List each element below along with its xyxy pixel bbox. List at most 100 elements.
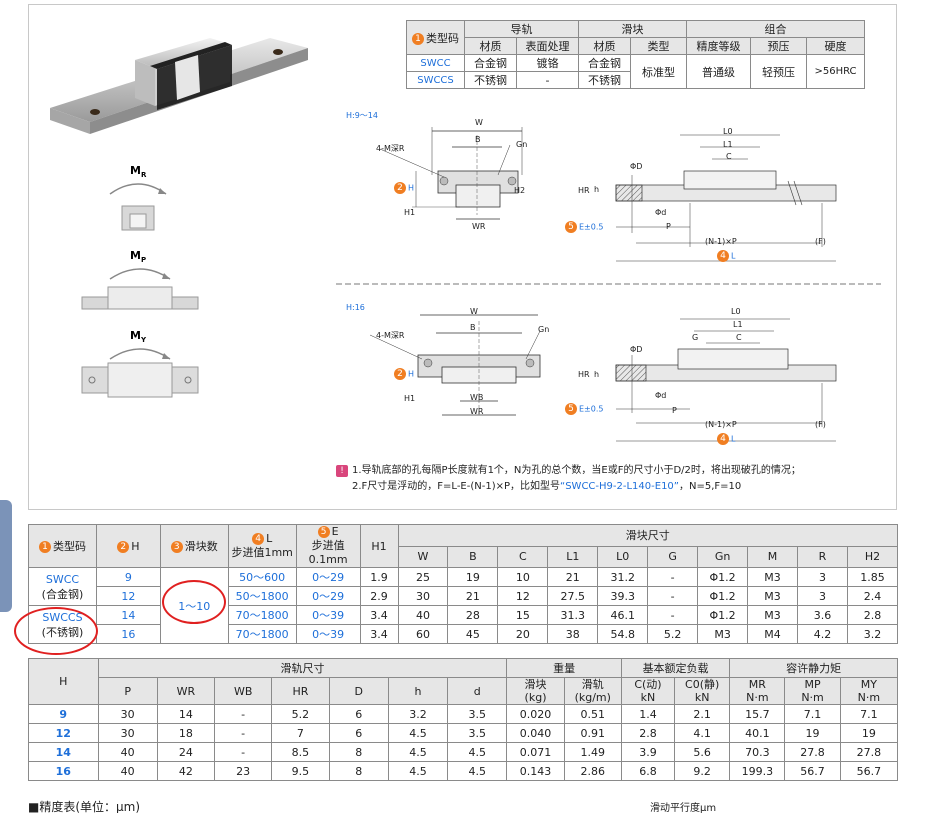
col-block-weight: 滑块(kg) <box>506 677 565 705</box>
spec-h: 9 <box>95 567 161 587</box>
spec-cell: 21 <box>547 567 599 587</box>
dim-4m-depth-r: 4-M深R <box>376 144 405 153</box>
spec-cell: 31.3 <box>547 605 599 625</box>
spec-cell: - <box>647 567 699 587</box>
rail-dims-header: 滑轨尺寸 <box>97 658 508 678</box>
svg-text:P: P <box>141 256 146 264</box>
rail-material-header: 材质 <box>464 37 517 55</box>
spec-l: 70～1800 <box>227 624 297 644</box>
col-h: h <box>387 677 449 705</box>
col-c-dynamic: C(动)kN <box>620 677 676 705</box>
rail-cell: 4.5 <box>387 761 449 781</box>
rail-cell: 4.1 <box>674 723 731 743</box>
note-line-2: 2.F尺寸是浮动的，F=L-E-(N-1)×P，比如型号“SWCC-H9-2-L… <box>352 481 742 492</box>
spec-col-4: L0 <box>597 545 649 568</box>
spec-cell: 19 <box>447 567 499 587</box>
dim-n1p: (N-1)×P <box>705 237 737 246</box>
col-c-static: C0(静)kN <box>674 677 731 705</box>
col-wb: WB <box>214 677 273 705</box>
rail-cell: 40 <box>97 742 158 762</box>
spec-col-2: C <box>497 545 549 568</box>
type-code-swcc: SWCC <box>406 54 465 72</box>
drawing-top-side-view <box>615 134 837 262</box>
spec-cell: 1.85 <box>846 567 899 587</box>
spec-cell: Φ1.2 <box>697 567 749 587</box>
spec-col-3: L1 <box>547 545 599 568</box>
rail-cell: 3.9 <box>620 742 676 762</box>
rail-cell: 4.5 <box>387 742 449 762</box>
spec-cell: 5.2 <box>647 624 699 644</box>
block-header: 滑块 <box>578 20 687 38</box>
drawing-top-cross-section <box>379 127 523 220</box>
rail-cell: 14 <box>156 704 216 724</box>
rail-h: 12 <box>28 723 99 743</box>
moment-mp-icon: M P <box>81 249 199 310</box>
spec-col-6: Gn <box>697 545 749 568</box>
rail-cell: - <box>214 723 273 743</box>
rail-cell: 19 <box>839 723 899 743</box>
spec-cell: 54.8 <box>597 624 649 644</box>
precision-header: 精度等级 <box>686 37 751 55</box>
label-h-16: H:16 <box>346 303 365 312</box>
rail-cell: 30 <box>97 704 158 724</box>
spec-l: 50～600 <box>227 567 297 587</box>
spec-cell: M3 <box>747 586 798 606</box>
rail-cell: 7.1 <box>839 704 899 724</box>
rail-cell: 1.49 <box>563 742 622 762</box>
spec-cell: 3.6 <box>796 605 848 625</box>
rail-cell: 6.8 <box>620 761 676 781</box>
rail-cell: 56.7 <box>784 761 841 781</box>
spec-h: 14 <box>95 605 161 625</box>
spec-col-8: R <box>796 545 848 568</box>
spec-cell: - <box>647 586 699 606</box>
spec-e: 0～29 <box>295 567 361 587</box>
svg-text:Y: Y <box>140 336 147 344</box>
dim-l0: L0 <box>723 127 733 136</box>
rail-h: 14 <box>28 742 99 762</box>
spec-cell: - <box>647 605 699 625</box>
rail-cell: 7.1 <box>784 704 841 724</box>
dim-od-small: Φd <box>655 208 667 217</box>
rail-header: 导轨 <box>464 20 579 38</box>
rail-material: 不锈钢 <box>464 71 517 89</box>
rail-cell: 8 <box>328 761 389 781</box>
badge-1: 1 <box>412 32 424 45</box>
spec-cell: 30 <box>397 586 449 606</box>
col-d-small: d <box>447 677 508 705</box>
dim-w: W <box>475 118 483 127</box>
spec-cell: 3.2 <box>846 624 899 644</box>
spec-cell: 10 <box>497 567 549 587</box>
highlight-circle-swccs <box>14 607 98 655</box>
rail-cell: 3.2 <box>387 704 449 724</box>
rail-cell: 56.7 <box>839 761 899 781</box>
spec-col-5: G <box>647 545 699 568</box>
dim-l1: L1 <box>723 140 733 149</box>
rail-cell: 70.3 <box>729 742 786 762</box>
rail-cell: 6 <box>328 723 389 743</box>
rail-cell: 18 <box>156 723 216 743</box>
divider-dashed <box>336 283 881 285</box>
parallelism-label: 滑动平行度μm <box>650 803 717 813</box>
precision: 普通级 <box>686 54 751 89</box>
rail-cell: 1.4 <box>620 704 676 724</box>
spec-cell: 39.3 <box>597 586 649 606</box>
spec-cell: 21 <box>447 586 499 606</box>
dim-p: P <box>666 222 671 231</box>
spec-cell: 40 <box>397 605 449 625</box>
rail-cell: 6 <box>328 704 389 724</box>
hardness: >56HRC <box>806 54 865 89</box>
rail-cell: 40.1 <box>729 723 786 743</box>
